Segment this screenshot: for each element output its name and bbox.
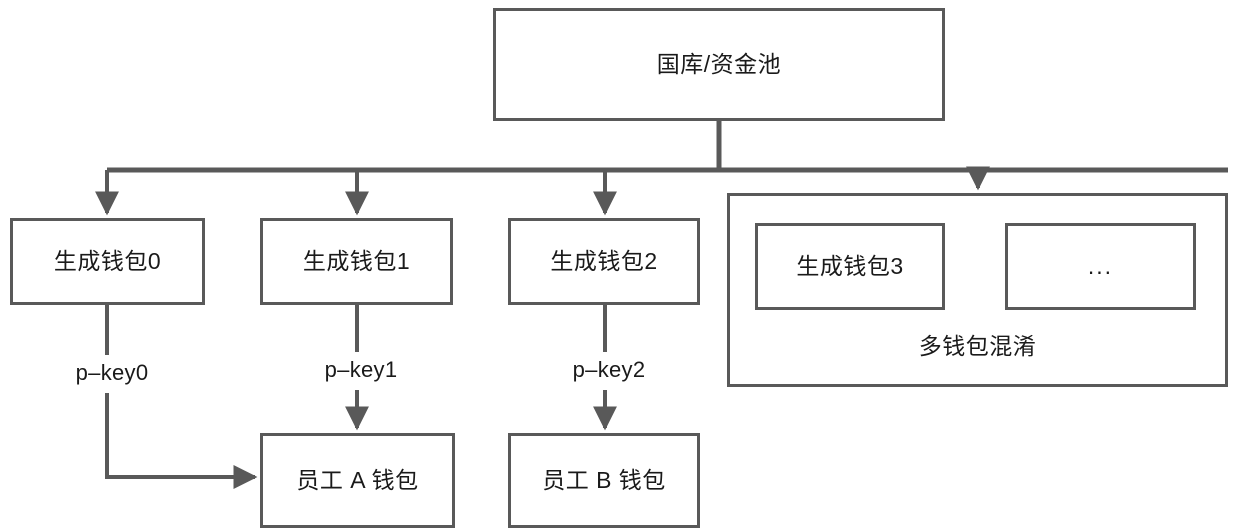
node-wallet-1-label: 生成钱包1	[302, 247, 411, 274]
edge-pkey0-to-employee-a	[105, 393, 258, 489]
edge-label-pkey0: p–key0	[48, 360, 176, 386]
edge-label-pkey2: p–key2	[545, 357, 673, 383]
node-employee-b-wallet[interactable]: 员工 B 钱包	[508, 433, 700, 528]
node-employee-a-wallet-label: 员工 A 钱包	[296, 466, 419, 493]
group-wallet-obfuscation[interactable]: 生成钱包3 ... 多钱包混淆	[727, 193, 1228, 387]
node-treasury-label: 国库/资金池	[656, 50, 782, 77]
node-wallet-0[interactable]: 生成钱包0	[10, 218, 205, 305]
node-wallet-2-label: 生成钱包2	[550, 247, 658, 274]
node-employee-b-wallet-label: 员工 B 钱包	[542, 466, 666, 493]
node-wallet-more[interactable]: ...	[1005, 223, 1196, 310]
node-employee-a-wallet[interactable]: 员工 A 钱包	[260, 433, 455, 528]
node-treasury[interactable]: 国库/资金池	[493, 8, 945, 121]
node-wallet-0-label: 生成钱包0	[53, 247, 162, 274]
node-wallet-more-label: ...	[1087, 252, 1114, 279]
edge-label-pkey1: p–key1	[297, 357, 425, 383]
node-wallet-3[interactable]: 生成钱包3	[755, 223, 945, 310]
node-wallet-2[interactable]: 生成钱包2	[508, 218, 700, 305]
node-wallet-3-label: 生成钱包3	[796, 252, 904, 279]
node-wallet-1[interactable]: 生成钱包1	[260, 218, 453, 305]
group-wallet-obfuscation-label: 多钱包混淆	[918, 333, 1037, 359]
